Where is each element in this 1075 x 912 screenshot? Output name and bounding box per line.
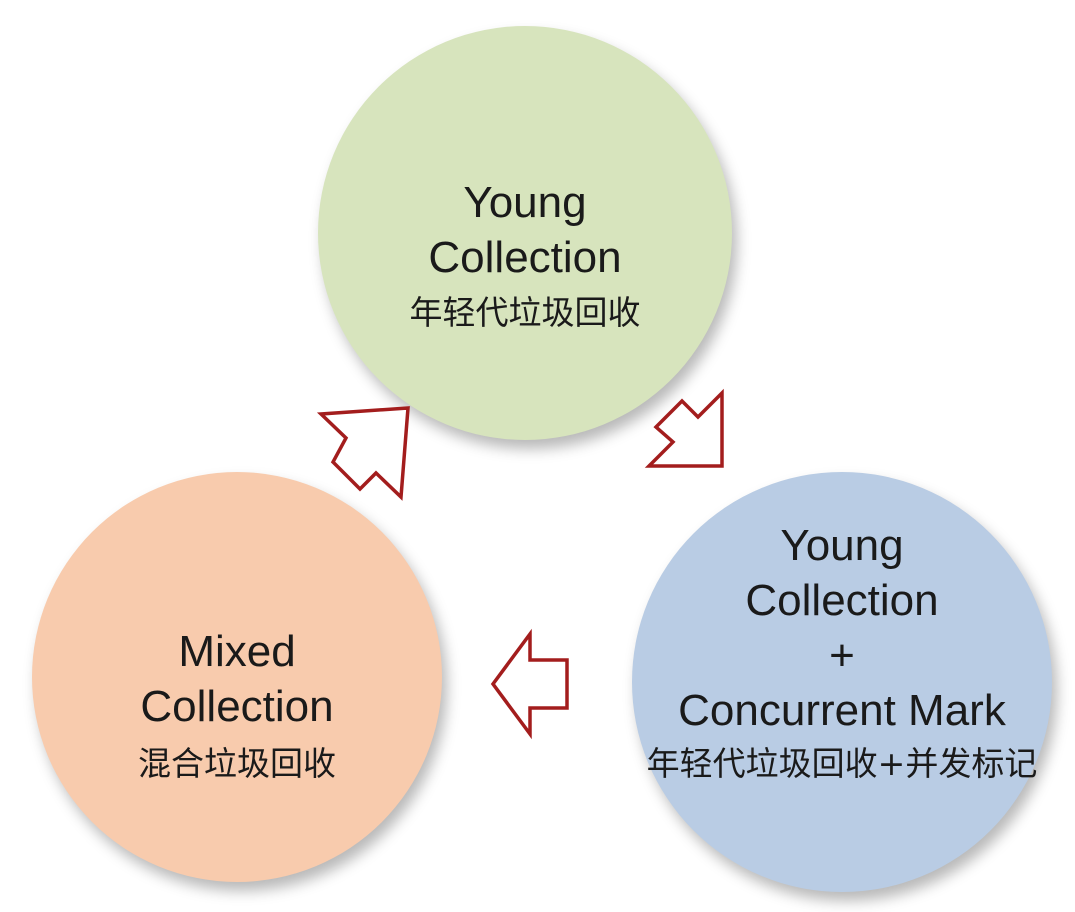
young-mark-title-line3: + [829,631,855,680]
young-title-line1: Young [463,178,587,227]
mixed-title-line1: Mixed [178,627,296,676]
mixed-title-line2: Collection [140,682,334,731]
young-mark-title-line2: Collection [745,576,939,625]
young-mark-title-line1: Young [780,521,904,570]
young-collection-label: Young Collection 年轻代垃圾回收 [318,175,732,333]
young-collection-concurrent-mark-node [632,472,1052,892]
mixed-subtitle: 混合垃圾回收 [138,744,336,783]
arrow-mixed-to-young [316,406,410,501]
young-collection-node [318,26,732,440]
arrow-young-mark-to-mixed [490,628,569,740]
mixed-collection-node [32,472,442,882]
young-subtitle: 年轻代垃圾回收 [409,293,641,332]
young-concurrent-mark-label: Young Collection + Concurrent Mark 年轻代垃圾… [622,518,1062,784]
young-mark-subtitle: 年轻代垃圾回收+并发标记 [646,744,1038,783]
arrow-young-to-young-mark [644,388,724,468]
young-mark-title-line4: Concurrent Mark [678,686,1006,735]
young-title-line2: Collection [428,233,622,282]
mixed-collection-label: Mixed Collection 混合垃圾回收 [32,624,442,784]
